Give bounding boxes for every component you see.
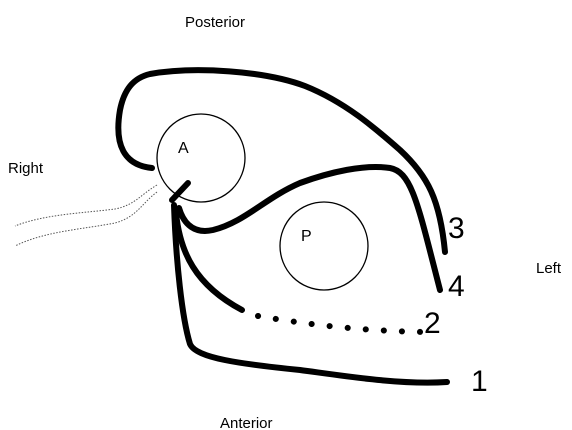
right-label: Right xyxy=(8,160,44,177)
circle-a-label: A xyxy=(178,140,189,157)
number-2-label: 2 xyxy=(424,307,441,340)
circle-p-label: P xyxy=(301,228,312,245)
circle-a xyxy=(157,114,245,202)
left-label: Left xyxy=(536,260,562,277)
curve-3 xyxy=(118,70,445,252)
thread-line-upper xyxy=(15,185,157,226)
circle-p xyxy=(280,202,368,290)
hook-stroke xyxy=(172,183,188,200)
thread-line-lower xyxy=(15,192,157,246)
anterior-label: Anterior xyxy=(220,415,273,430)
curve-2-dotted xyxy=(258,316,424,332)
number-4-label: 4 xyxy=(448,270,465,303)
posterior-label: Posterior xyxy=(185,14,245,31)
number-3-label: 3 xyxy=(448,212,465,245)
number-1-label: 1 xyxy=(471,365,488,398)
curve-2-solid xyxy=(176,213,242,310)
